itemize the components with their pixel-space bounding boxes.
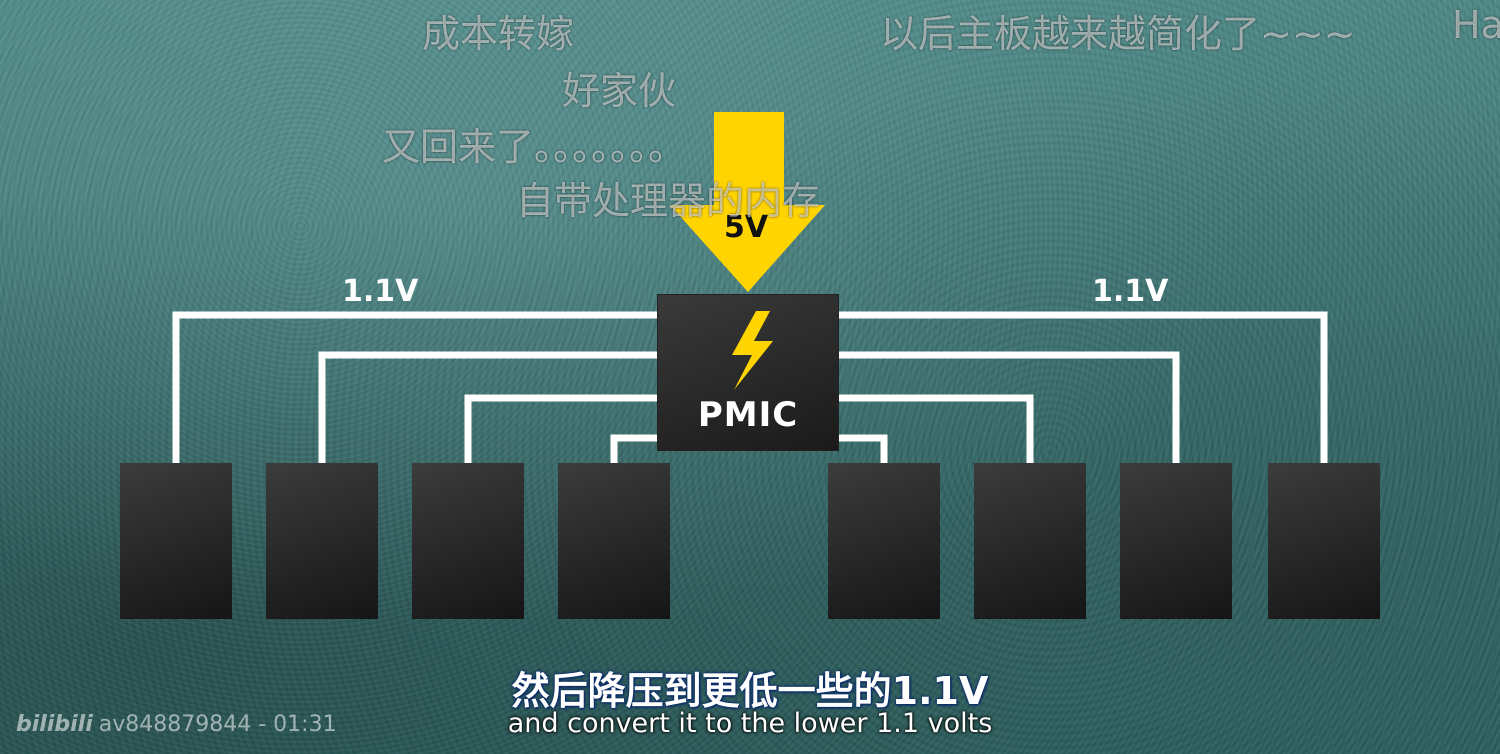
wire-right-4 — [838, 434, 888, 463]
memory-chip — [1120, 463, 1232, 619]
danmaku-comment: 以后主板越来越简化了~~~ — [880, 12, 1356, 56]
memory-chip — [120, 463, 232, 619]
danmaku-comment: 好家伙 — [562, 69, 677, 113]
pmic-label: PMIC — [697, 395, 799, 435]
wire-right-2 — [838, 351, 1180, 463]
input-voltage-label: 5V — [724, 210, 769, 245]
memory-chip — [974, 463, 1086, 619]
wire-left-3 — [464, 394, 658, 463]
bilibili-logo: bilibili — [16, 712, 93, 737]
video-id: av848879844 — [98, 712, 252, 737]
danmaku-comment: 又回来了。。。。。。。 — [382, 125, 687, 169]
wire-right-3 — [838, 394, 1034, 463]
subtitle-chinese: 然后降压到更低一些的1.1V — [511, 669, 989, 713]
video-timestamp: 01:31 — [273, 712, 337, 737]
rail-voltage-label-left: 1.1V — [342, 274, 419, 309]
danmaku-comment: 成本转嫁 — [422, 12, 575, 56]
pmic-chip: PMIC — [658, 295, 838, 450]
memory-chip — [828, 463, 940, 619]
down-arrow-icon — [670, 112, 825, 292]
wire-left-2 — [318, 351, 658, 463]
rail-voltage-label-right: 1.1V — [1092, 274, 1169, 309]
wire-left-1 — [172, 311, 658, 463]
power-wires — [172, 311, 1328, 463]
memory-chip — [558, 463, 670, 619]
memory-chip — [412, 463, 524, 619]
memory-chip — [266, 463, 378, 619]
memory-chip — [1268, 463, 1380, 619]
subtitle-english: and convert it to the lower 1.1 volts — [507, 708, 993, 739]
wire-left-4 — [610, 434, 658, 463]
wire-right-1 — [838, 311, 1328, 463]
danmaku-comment: Ha — [1452, 3, 1500, 47]
lightning-bolt-icon — [732, 311, 773, 390]
watermark-separator: - — [251, 712, 274, 737]
danmaku-comment: 自带处理器的内存 — [516, 179, 821, 223]
